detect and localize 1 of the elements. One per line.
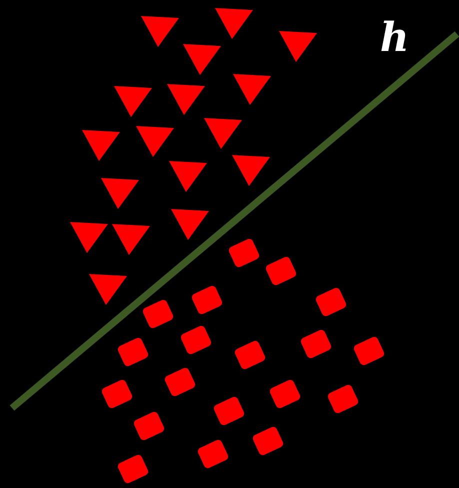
line-label: h: [380, 16, 410, 60]
